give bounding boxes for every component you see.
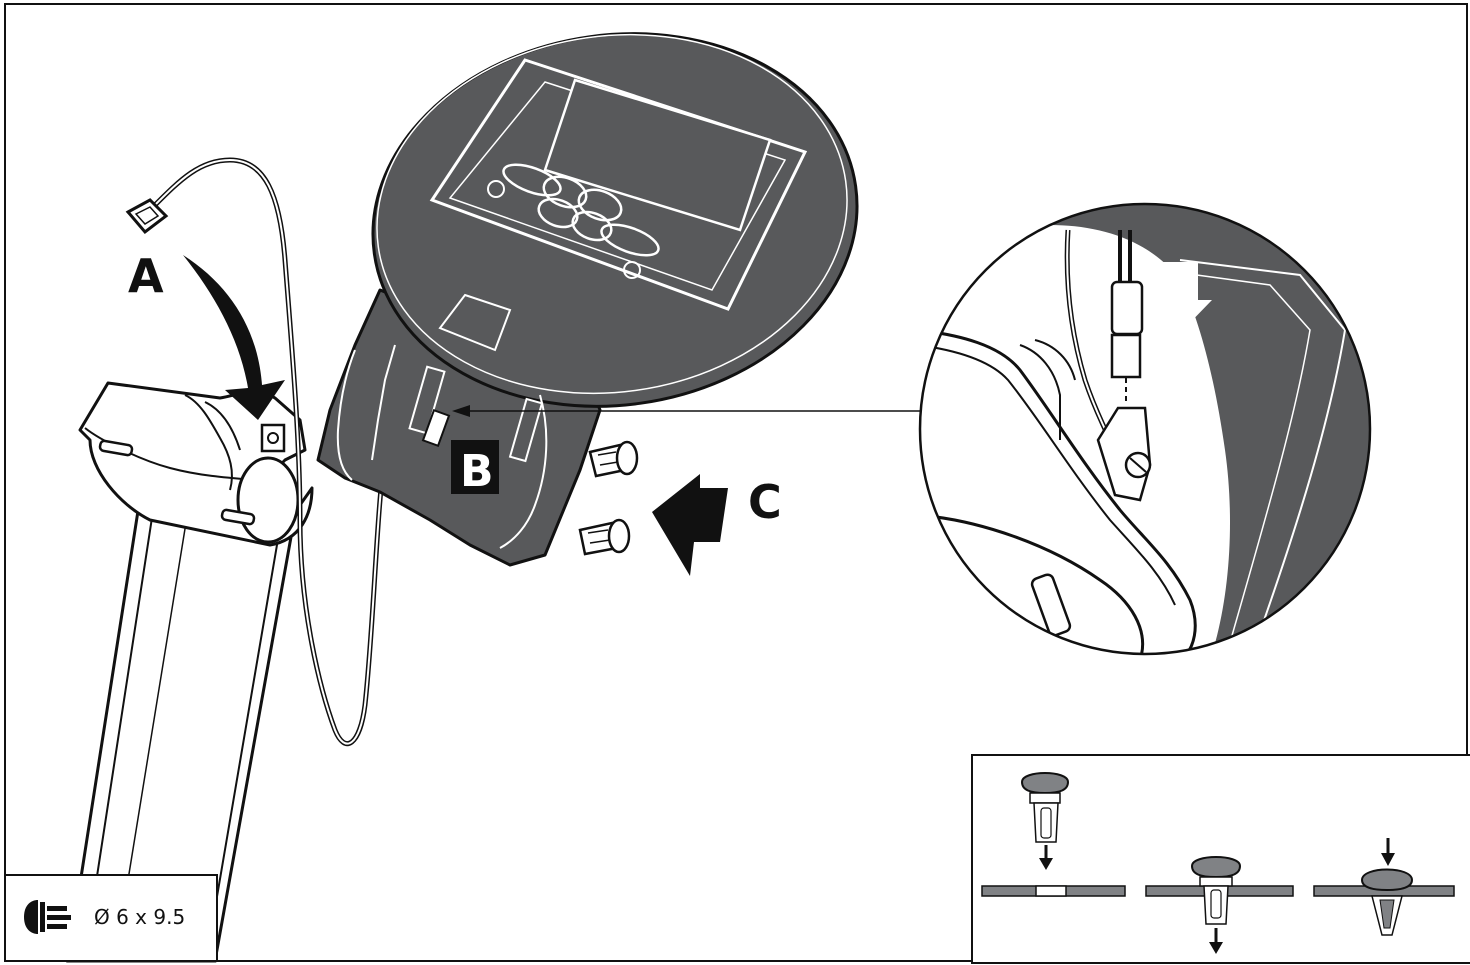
detail-circle-border — [918, 202, 1372, 656]
arrow-c-icon — [652, 474, 728, 576]
label-b-box — [451, 440, 499, 494]
cable — [153, 157, 403, 747]
label-c: C — [748, 475, 782, 529]
push-rivet-icon — [24, 900, 71, 934]
label-a: A — [128, 249, 164, 303]
push-rivet-upper — [588, 440, 639, 478]
detail-magnifier — [920, 204, 1370, 654]
rivet-step-2 — [1145, 856, 1294, 954]
mounting-bracket — [78, 381, 314, 547]
rivet-step-1 — [981, 772, 1126, 897]
arrow-a-icon — [183, 255, 285, 420]
page-border — [4, 3, 1468, 962]
detail-leader-arrowhead — [452, 405, 470, 417]
detail-down-arrow-icon — [1148, 262, 1212, 333]
label-b: B — [460, 446, 494, 497]
fastener-size: Ø 6 x 9.5 — [94, 905, 185, 929]
cable-connector — [125, 198, 169, 235]
push-rivet-lower — [578, 518, 631, 556]
rivet-step-3 — [1313, 838, 1455, 936]
console — [316, 32, 859, 567]
